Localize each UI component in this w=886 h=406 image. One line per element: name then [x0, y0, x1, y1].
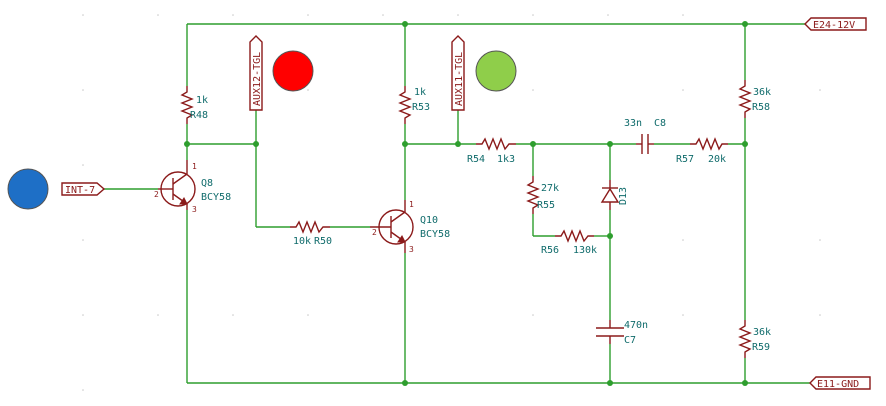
- resistor-r56[interactable]: R56 130k: [541, 229, 597, 256]
- resistor-r55[interactable]: 27k R55: [526, 176, 559, 214]
- net-label-aux11-text: AUX11-TGL: [454, 52, 465, 106]
- q10-value: BCY58: [420, 229, 450, 240]
- r59-ref: R59: [752, 342, 770, 353]
- transistor-q8[interactable]: 1 2 3 Q8 BCY58: [154, 160, 231, 214]
- resistor-r48[interactable]: 1k R48: [180, 86, 208, 124]
- q8-value: BCY58: [201, 192, 231, 203]
- resistor-r59[interactable]: 36k R59: [738, 320, 771, 358]
- r54-ref: R54: [467, 154, 485, 165]
- input-indicator[interactable]: [7, 168, 49, 210]
- net-label-gnd-text: E11-GND: [817, 379, 859, 390]
- r58-value: 36k: [753, 87, 771, 98]
- net-label-aux12[interactable]: AUX12-TGL: [249, 35, 263, 111]
- r59-value: 36k: [753, 327, 771, 338]
- diode-d13[interactable]: D13: [600, 180, 629, 210]
- q8-pin-collector: 1: [192, 162, 197, 171]
- net-label-input[interactable]: INT-7: [61, 182, 106, 196]
- resistor-r54[interactable]: R54 1k3: [467, 137, 516, 165]
- r55-ref: R55: [537, 200, 555, 211]
- net-label-vcc[interactable]: E24-12V: [804, 17, 867, 31]
- q10-pin-base: 2: [372, 228, 377, 237]
- q8-ref: Q8: [201, 178, 213, 189]
- r53-value: 1k: [414, 87, 426, 98]
- net-label-input-text: INT-7: [65, 185, 95, 196]
- resistor-r57[interactable]: R57 20k: [676, 137, 728, 165]
- r57-ref: R57: [676, 154, 694, 165]
- net-label-vcc-text: E24-12V: [813, 20, 855, 31]
- q10-pin-collector: 1: [409, 200, 414, 209]
- wires: [104, 23, 810, 384]
- aux11-indicator[interactable]: [475, 50, 517, 92]
- r50-ref: R50: [314, 236, 332, 247]
- grid: [82, 14, 821, 391]
- aux12-indicator[interactable]: [272, 50, 314, 92]
- resistor-r58[interactable]: 36k R58: [738, 80, 771, 118]
- capacitor-c8[interactable]: 33n C8: [624, 118, 666, 154]
- resistor-r53[interactable]: 1k R53: [398, 86, 430, 124]
- c7-value: 470n: [624, 320, 648, 331]
- transistor-q10[interactable]: 1 2 3 Q10 BCY58: [370, 200, 450, 254]
- net-label-aux11[interactable]: AUX11-TGL: [451, 35, 465, 111]
- capacitor-c7[interactable]: 470n C7: [596, 320, 648, 346]
- d13-ref: D13: [618, 187, 629, 205]
- r58-ref: R58: [752, 102, 770, 113]
- net-label-aux12-text: AUX12-TGL: [252, 52, 263, 106]
- r54-value: 1k3: [497, 154, 515, 165]
- c8-ref: C8: [654, 118, 666, 129]
- r56-ref: R56: [541, 245, 559, 256]
- c8-value: 33n: [624, 118, 642, 129]
- q10-ref: Q10: [420, 215, 438, 226]
- r50-value: 10k: [293, 236, 311, 247]
- q10-pin-emitter: 3: [409, 245, 414, 254]
- q8-pin-base: 2: [154, 190, 159, 199]
- r48-ref: R48: [190, 110, 208, 121]
- c7-ref: C7: [624, 335, 636, 346]
- r55-value: 27k: [541, 183, 559, 194]
- net-label-gnd[interactable]: E11-GND: [809, 376, 871, 390]
- r57-value: 20k: [708, 154, 726, 165]
- r48-value: 1k: [196, 95, 208, 106]
- resistor-r50[interactable]: 10k R50: [290, 220, 332, 247]
- q8-pin-emitter: 3: [192, 205, 197, 214]
- r56-value: 130k: [573, 245, 597, 256]
- junctions: [184, 21, 748, 386]
- r53-ref: R53: [412, 102, 430, 113]
